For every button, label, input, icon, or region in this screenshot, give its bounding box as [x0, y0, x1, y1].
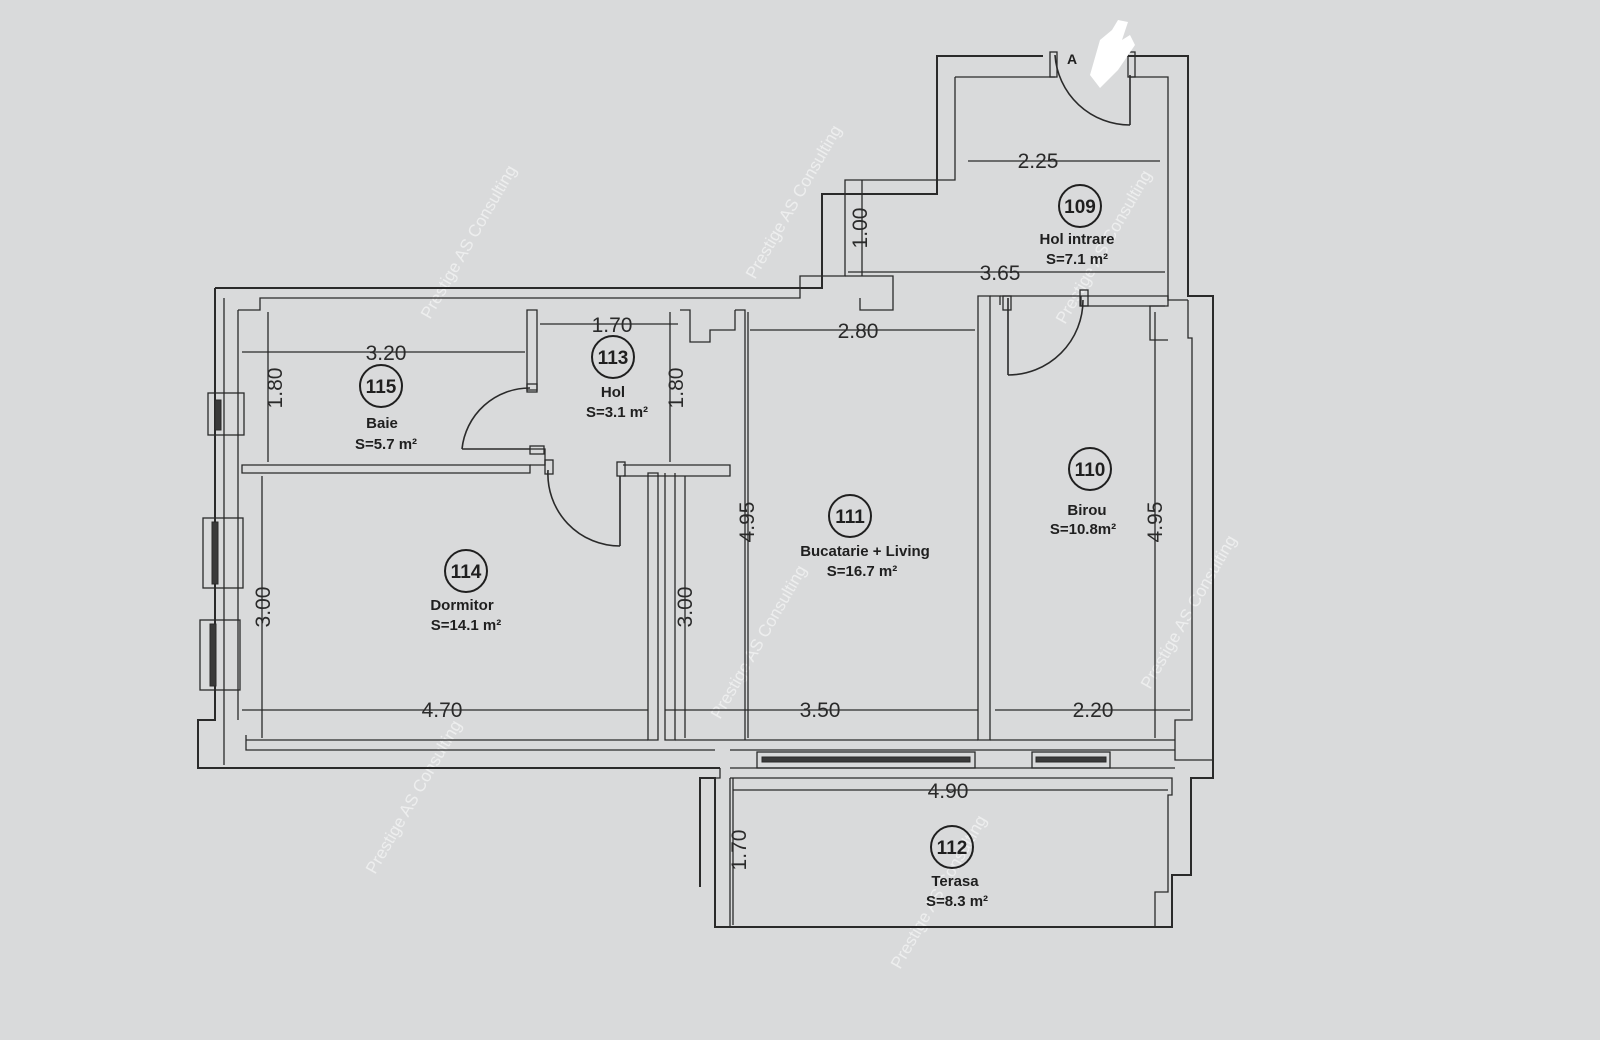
room-area: S=10.8m² — [1050, 521, 1116, 538]
dim-hol-intrare-width: 2.25 — [1018, 150, 1059, 173]
dim-hol-height: 1.80 — [665, 368, 688, 409]
dim-living-top: 2.80 — [838, 320, 879, 343]
dim-living-height: 4.95 — [736, 502, 759, 543]
window-pane — [214, 399, 222, 431]
watermark: Prestige AS Consulting — [362, 717, 465, 877]
dim-living-width: 3.50 — [800, 699, 841, 722]
dim-hol-intrare-length: 3.65 — [980, 262, 1021, 285]
room-area: S=8.3 m² — [926, 893, 988, 910]
dim-hol-intrare-depth: 1.00 — [849, 208, 872, 249]
room-number: 114 — [451, 562, 482, 583]
room-name: Birou — [1067, 502, 1106, 519]
windows — [199, 392, 1111, 769]
room-111: 111 Bucatarie + Living S=16.7 m² — [800, 494, 930, 580]
room-labels: 109 Hol intrare S=7.1 m² 110 Birou S=10.… — [355, 184, 1116, 910]
room-name: Bucatarie + Living — [800, 543, 930, 560]
room-area: S=5.7 m² — [355, 436, 417, 453]
room-109: 109 Hol intrare S=7.1 m² — [1039, 184, 1115, 268]
room-name: Hol — [601, 384, 625, 401]
room-number: 115 — [366, 377, 397, 398]
room-area: S=7.1 m² — [1046, 251, 1108, 268]
room-number: 113 — [598, 348, 629, 369]
room-name: Dormitor — [430, 597, 493, 614]
doors — [461, 51, 1136, 547]
watermark: Prestige AS Consulting — [707, 562, 810, 722]
window — [199, 619, 241, 691]
room-name: Hol intrare — [1039, 231, 1114, 248]
baie-door — [461, 387, 531, 450]
room-number: 109 — [1064, 197, 1096, 218]
dormitor-door — [547, 469, 621, 547]
room-112: 112 Terasa S=8.3 m² — [926, 825, 988, 910]
hand-pointer-icon — [1090, 20, 1135, 88]
room-115: 115 Baie S=5.7 m² — [355, 364, 417, 453]
dim-baie-height: 1.80 — [264, 368, 287, 409]
window — [756, 751, 976, 769]
dim-hol-width: 1.70 — [592, 314, 633, 337]
room-area: S=3.1 m² — [586, 404, 648, 421]
dimension-lines — [242, 160, 1190, 925]
dim-birou-width: 2.20 — [1073, 699, 1114, 722]
window — [1031, 751, 1111, 769]
room-name: Baie — [366, 415, 398, 432]
watermark: Prestige AS Consulting — [742, 122, 845, 282]
window-pane — [209, 623, 217, 687]
dim-dormitor-height: 3.00 — [252, 587, 275, 628]
dim-baie-width: 3.20 — [366, 342, 407, 365]
entry-label: A — [1067, 51, 1077, 67]
window-pane — [761, 756, 971, 763]
dim-terasa-depth: 1.70 — [728, 830, 751, 871]
dim-terasa-width: 4.90 — [928, 780, 969, 803]
dim-hol-lower-height: 3.00 — [674, 587, 697, 628]
dim-birou-height: 4.95 — [1144, 502, 1167, 543]
room-number: 110 — [1075, 460, 1106, 481]
room-number: 111 — [835, 507, 865, 528]
birou-door — [1007, 298, 1084, 376]
room-name: Terasa — [931, 873, 979, 890]
dimension-labels: 2.25 1.00 3.65 2.80 1.70 3.20 1.80 1.80 … — [252, 150, 1167, 870]
window — [202, 517, 244, 589]
dim-dormitor-width: 4.70 — [422, 699, 463, 722]
room-113: 113 Hol S=3.1 m² — [586, 335, 648, 421]
window — [207, 392, 245, 436]
room-114: 114 Dormitor S=14.1 m² — [430, 549, 501, 634]
window-pane — [1035, 756, 1107, 763]
room-area: S=16.7 m² — [827, 563, 897, 580]
outer-walls — [197, 55, 1214, 928]
room-area: S=14.1 m² — [431, 617, 501, 634]
watermark: Prestige AS Consulting — [887, 812, 990, 972]
watermark: Prestige AS Consulting — [1137, 532, 1240, 692]
room-number: 112 — [937, 838, 968, 859]
window-pane — [211, 521, 219, 585]
room-110: 110 Birou S=10.8m² — [1050, 447, 1116, 538]
